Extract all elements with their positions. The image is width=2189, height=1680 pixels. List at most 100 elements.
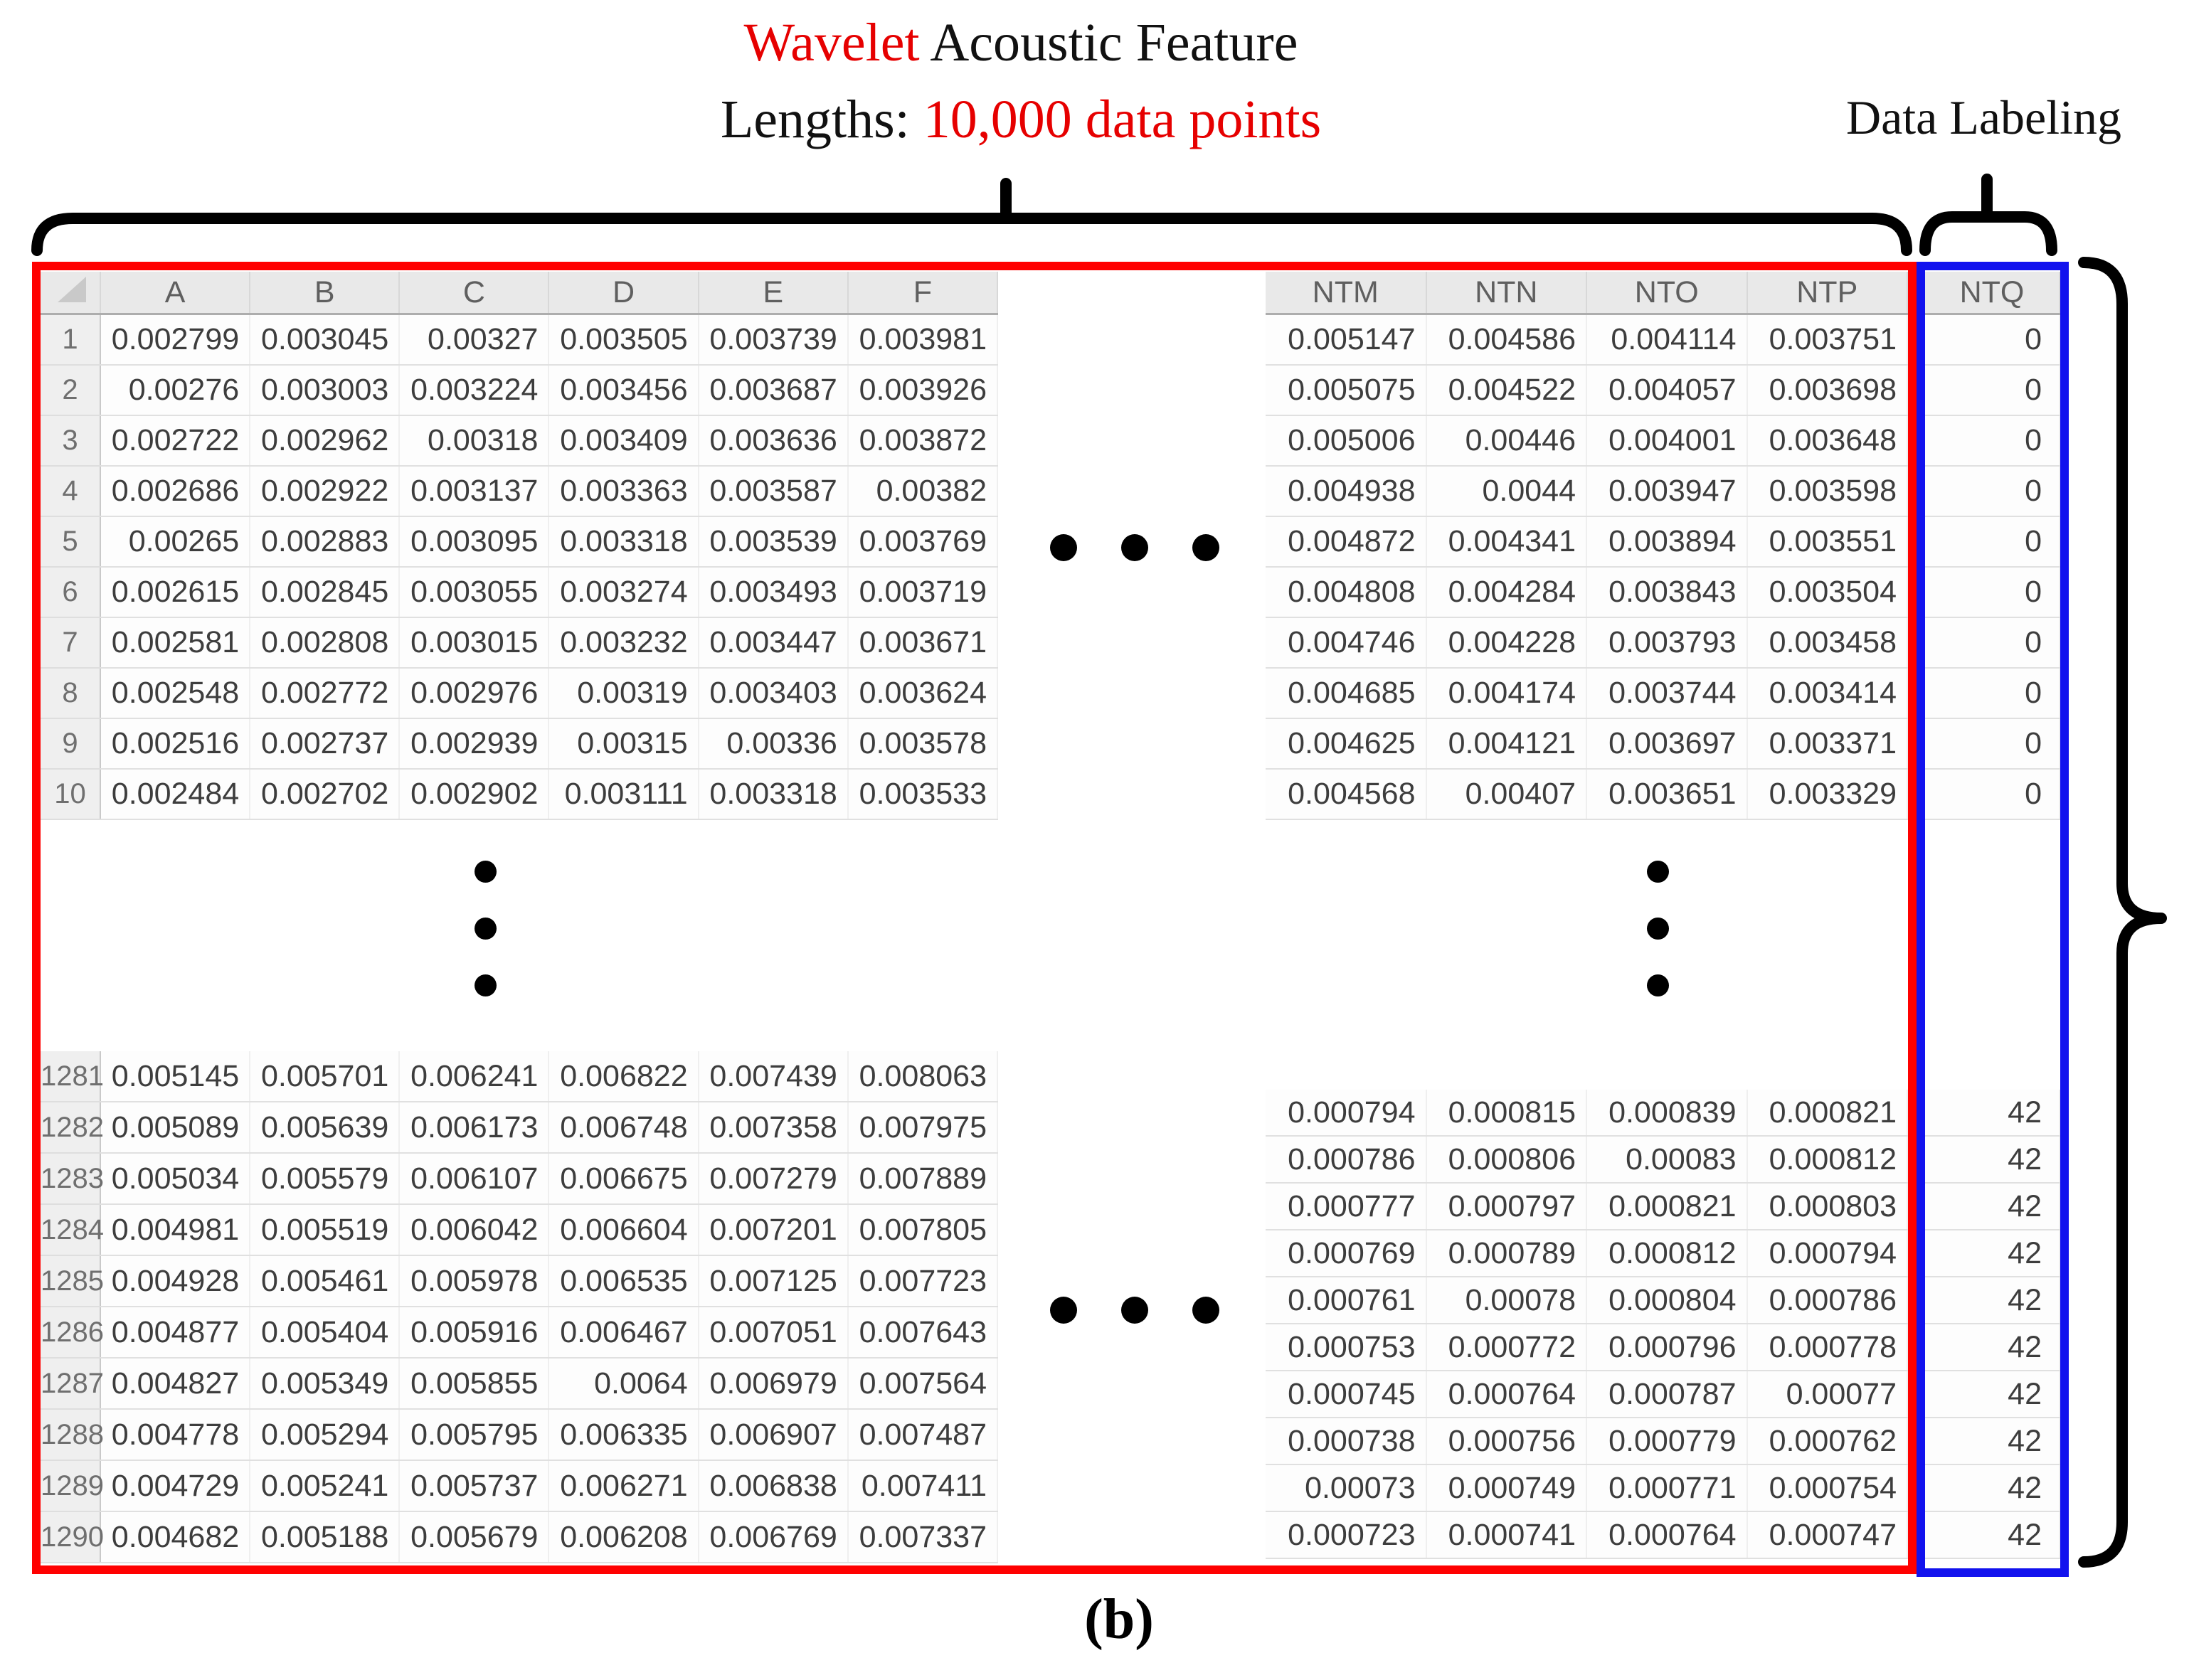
cell-value: 0.000797 [1426, 1183, 1587, 1230]
cell-value: 0.006907 [698, 1409, 849, 1461]
cell-value: 0.002686 [100, 466, 251, 517]
title-words-datapoints: 10,000 data points [923, 90, 1322, 149]
cell-value: 42 [1925, 1418, 2060, 1465]
table-row: 0 [1925, 314, 2060, 366]
cell-value: 0.00336 [698, 718, 849, 770]
cell-value: 0 [1925, 466, 2060, 517]
cell-value: 0.003504 [1747, 567, 1908, 618]
table-row: 42 [1925, 1230, 2060, 1277]
row-number: 7 [41, 617, 101, 669]
cell-value: 0.007643 [847, 1307, 999, 1359]
cell-value: 0.000786 [1266, 1136, 1427, 1184]
cell-value: 0.004057 [1586, 365, 1748, 416]
cell-value: 0.007358 [698, 1102, 849, 1154]
cell-value: 42 [1925, 1136, 2060, 1184]
cell-value: 0.003456 [548, 365, 699, 416]
cell-value: 0.003636 [698, 415, 849, 467]
cell-value: 0.006173 [399, 1102, 550, 1154]
cell-value: 0.005145 [100, 1051, 251, 1102]
cell-value: 0.004685 [1266, 668, 1427, 719]
row-number: 1281 [41, 1051, 104, 1102]
cell-value: 0.003687 [698, 365, 849, 416]
cell-value: 0.000756 [1426, 1418, 1587, 1465]
cell-value: 0.007723 [847, 1255, 999, 1307]
data-labeling-label: Data Labeling [1845, 90, 2122, 144]
cell-value: 42 [1925, 1464, 2060, 1512]
cell-value: 0.000754 [1747, 1464, 1908, 1512]
cell-value: 0.007411 [847, 1460, 999, 1512]
cell-value: 0.000764 [1586, 1511, 1748, 1559]
cell-value: 0.003505 [548, 314, 699, 366]
cell-value: 0.00382 [847, 466, 999, 517]
cell-value: 42 [1925, 1324, 2060, 1371]
cell-value: 0.00078 [1426, 1277, 1587, 1324]
cell-value: 0.00077 [1747, 1371, 1908, 1418]
cell-value: 0.004121 [1426, 718, 1587, 770]
cell-value: 0.003648 [1747, 415, 1908, 467]
cell-value: 0.007487 [847, 1409, 999, 1461]
row-number: 1286 [41, 1307, 104, 1359]
dot-icon [475, 861, 497, 883]
cell-value: 42 [1925, 1183, 2060, 1230]
cell-value: 0.006535 [548, 1255, 699, 1307]
cell-value: 0.003363 [548, 466, 699, 517]
rows-span-brace [2078, 257, 2167, 1568]
cell-value: 0.003598 [1747, 466, 1908, 517]
cell-value: 0.003697 [1586, 718, 1748, 770]
cell-value: 0.003493 [698, 567, 849, 618]
cell-value: 0.004001 [1586, 415, 1748, 467]
cell-value: 0.004284 [1426, 567, 1587, 618]
cell-value: 0.004682 [100, 1511, 251, 1563]
cell-value: 0.003843 [1586, 567, 1748, 618]
cell-value: 42 [1925, 1090, 2060, 1137]
cell-value: 0.000806 [1426, 1136, 1587, 1184]
cell-value: 0.000794 [1266, 1090, 1427, 1137]
cell-value: 0.006042 [399, 1204, 550, 1256]
cell-value: 0.003111 [548, 769, 699, 820]
cell-value: 0.003533 [847, 769, 999, 820]
cell-value: 0.0064 [548, 1358, 699, 1410]
cell-value: 0.002737 [250, 718, 401, 770]
cell-value: 0.000812 [1586, 1230, 1748, 1277]
cell-value: 0.00327 [399, 314, 550, 366]
cell-value: 0.004877 [100, 1307, 251, 1359]
cell-value: 0.008063 [847, 1051, 999, 1102]
row-number: 9 [41, 718, 101, 770]
title-word-lengths: Lengths: [720, 90, 923, 149]
row-number: 10 [41, 769, 101, 820]
table-row: 42 [1925, 1183, 2060, 1230]
row-number: 1287 [41, 1358, 104, 1410]
cell-value: 0.005241 [250, 1460, 401, 1512]
cell-value: 0.0044 [1426, 466, 1587, 517]
cell-value: 0.003055 [399, 567, 550, 618]
cell-value: 0.004228 [1426, 617, 1587, 669]
cell-value: 0.005679 [399, 1511, 550, 1563]
column-header-C: C [399, 272, 550, 315]
cell-value: 0.003224 [399, 365, 550, 416]
row-number: 1 [41, 314, 101, 366]
cell-value: 0.005147 [1266, 314, 1427, 366]
cell-value: 0.000772 [1426, 1324, 1587, 1371]
cell-value: 0.003651 [1586, 769, 1748, 820]
table-row: 0 [1925, 567, 2060, 618]
cell-value: 0.000787 [1586, 1371, 1748, 1418]
cell-value: 0.000738 [1266, 1418, 1427, 1465]
cell-value: 0.000821 [1747, 1090, 1908, 1137]
horizontal-ellipsis-icon [1050, 534, 1219, 561]
cell-value: 0.003003 [250, 365, 401, 416]
row-number: 8 [41, 668, 101, 719]
